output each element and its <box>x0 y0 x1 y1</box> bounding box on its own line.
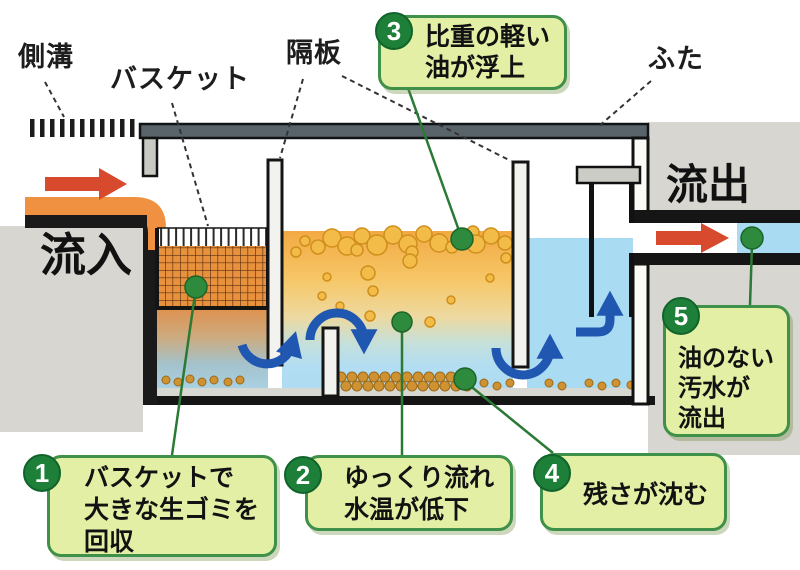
callout-1-line: バスケットで <box>84 464 235 492</box>
left-wall <box>143 222 157 404</box>
callout-1-basket-collects-garbage: 1 バスケットで 大きな生ゴミを 回収 <box>23 454 277 557</box>
outflow-arrow <box>656 223 729 253</box>
trap-pipe <box>575 165 642 317</box>
callout-leaders <box>170 87 754 456</box>
callout-5-line: 汚水が <box>678 375 750 402</box>
inflow-pipe-under <box>25 215 147 228</box>
partition-plate-1 <box>266 158 284 367</box>
partition-plate-2 <box>511 160 530 369</box>
inflow-pipe <box>25 197 166 250</box>
marker-dots <box>184 226 764 391</box>
outlet-pipe <box>633 210 800 265</box>
callout-1-line: 回収 <box>84 528 135 556</box>
callout-5-line: 流出 <box>678 405 726 432</box>
callout-5-line: 油のない <box>678 345 774 372</box>
callout-3-light-oil-floats: 3 比重の軽い 油が浮上 <box>375 12 567 90</box>
callout-1-line: 大きな生ゴミを <box>84 496 260 524</box>
callout-4-residue-sinks: 4 残さが沈む <box>533 453 727 531</box>
callout-2-line: ゆっくり流れ <box>344 464 495 492</box>
label-gutter: 側溝 <box>18 42 74 72</box>
callout-2-number-badge: 2 <box>284 456 322 494</box>
left-wall-stub <box>141 136 159 178</box>
label-inflow: 流入 <box>40 229 132 281</box>
tank-lid <box>138 122 650 140</box>
label-partition: 隔板 <box>286 38 342 68</box>
gutter-grate <box>28 119 138 137</box>
callout-3-line: 比重の軽い <box>425 23 551 51</box>
callout-4-number-badge: 4 <box>533 454 571 492</box>
label-lid: ふた <box>648 44 704 74</box>
inflow-arrow <box>45 168 127 200</box>
tank-floor <box>143 396 655 405</box>
basket <box>155 227 270 310</box>
callout-5-number-badge: 5 <box>662 297 700 335</box>
callout-2-slow-flow-cools: 2 ゆっくり流れ 水温が低下 <box>284 455 513 531</box>
circulation-arrows <box>237 290 624 380</box>
callout-2-line: 水温が低下 <box>344 496 470 524</box>
callout-5-oil-free-water-exits: 5 油のない 汚水が 流出 <box>662 297 790 437</box>
right-wall-lower <box>631 262 650 406</box>
bottom-baffle <box>321 326 340 398</box>
label-outflow: 流出 <box>666 161 751 208</box>
label-leaders <box>44 75 652 227</box>
callout-1-number-badge: 1 <box>23 454 61 492</box>
callout-4-line: 残さが沈む <box>583 481 709 509</box>
callout-3-number-badge: 3 <box>375 12 413 50</box>
oil-blobs <box>290 225 513 328</box>
left-background-panel <box>0 226 143 432</box>
callout-3-line: 油が浮上 <box>425 54 526 82</box>
label-basket: バスケット <box>110 64 250 94</box>
